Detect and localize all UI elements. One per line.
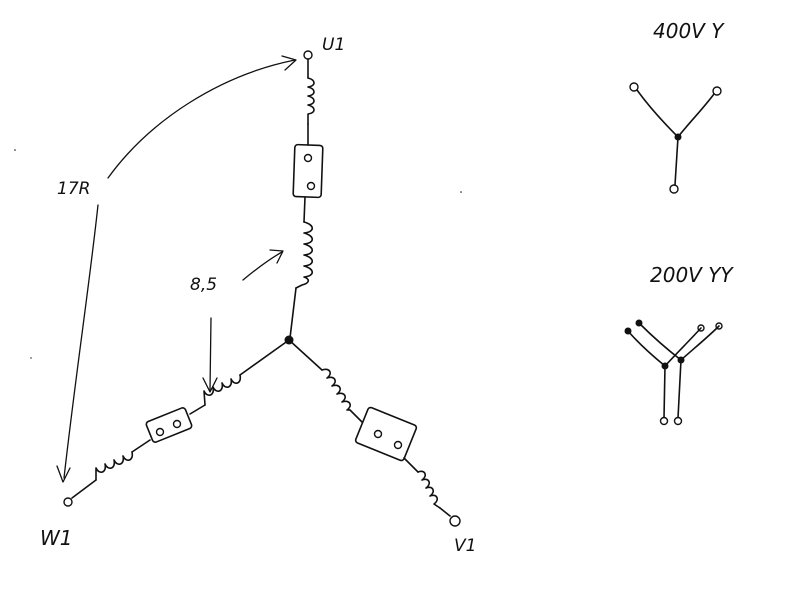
star-sym-terminal-left xyxy=(629,82,639,92)
yy-star1-center xyxy=(661,362,669,370)
arrow-17r-to-w1 xyxy=(63,204,99,479)
v-lead-end xyxy=(439,507,451,517)
w-block-screw-right xyxy=(172,419,182,429)
arrow-85-to-coil xyxy=(242,251,283,281)
v-lead-center xyxy=(288,339,323,371)
u-block-screw-bottom xyxy=(306,181,316,191)
yy-star2-arm-left xyxy=(638,322,682,361)
arrowhead-u1 xyxy=(281,55,297,71)
star-connection-symbol: 400V Y xyxy=(629,19,725,194)
u-block-screw-top xyxy=(303,153,313,163)
w-lead-lower xyxy=(131,439,151,453)
star-sym-arm-left xyxy=(636,89,679,138)
w-lead-end xyxy=(71,479,97,499)
v-block-screw-left xyxy=(373,429,383,439)
terminal-labels: U1 W1 V1 17R 8,5 xyxy=(40,35,476,556)
voltage-400v-label: 400V Y xyxy=(653,19,725,43)
resistance-85-label: 8,5 xyxy=(190,275,217,295)
u-terminal-block xyxy=(292,143,324,199)
paper-speck xyxy=(30,357,32,359)
w1-terminal xyxy=(63,497,73,507)
v-lead-block xyxy=(349,409,363,423)
star-sym-center xyxy=(674,133,682,141)
w-lower-coil xyxy=(95,451,134,481)
yy-star1-arm-right xyxy=(664,327,702,367)
yy-terminal-bottom-left xyxy=(659,416,669,426)
v-lead-lower xyxy=(403,457,419,473)
w1-label: W1 xyxy=(40,526,73,550)
star-sym-arm-right xyxy=(677,93,715,138)
resistance-17r-label: 17R xyxy=(57,179,90,199)
main-star-winding xyxy=(63,50,461,527)
u1-terminal xyxy=(303,50,313,60)
voltage-200v-label: 200V YY xyxy=(650,263,734,287)
v-block-screw-right xyxy=(393,440,403,450)
v-upper-coil xyxy=(321,368,351,411)
arrowhead-w-coil xyxy=(202,377,218,393)
u-upper-coil xyxy=(307,77,315,125)
u-main-coil xyxy=(295,221,314,289)
double-star-connection-symbol: 200V YY xyxy=(624,263,734,426)
arrowhead-coil xyxy=(269,249,284,264)
yy-star1-arm-left xyxy=(627,330,666,367)
v1-label: V1 xyxy=(454,536,476,556)
yy-terminal-bottom-right xyxy=(673,416,683,426)
v-lower-coil xyxy=(417,470,441,509)
yy-star2-arm-bottom xyxy=(677,359,682,419)
w-terminal-block xyxy=(145,407,193,443)
paper-speck xyxy=(14,149,16,151)
yy-star2-center xyxy=(677,356,685,364)
v-terminal-block xyxy=(354,406,418,462)
star-sym-terminal-right xyxy=(712,86,722,96)
yy-star1-arm-bottom xyxy=(663,365,666,419)
u-lead-center xyxy=(289,287,297,339)
w-block-screw-left xyxy=(155,427,165,437)
yy-star2-arm-right xyxy=(680,325,720,361)
u-lead-lower xyxy=(303,196,306,223)
star-sym-arm-bottom xyxy=(674,136,679,186)
annotation-arrows xyxy=(56,55,297,483)
w-lead-block xyxy=(189,404,206,415)
arrow-down-to-w-coil xyxy=(209,317,212,391)
star-sym-terminal-bottom xyxy=(669,184,679,194)
arrow-17r-to-u1 xyxy=(107,59,296,179)
paper-speck xyxy=(460,191,462,193)
arrowhead-w1 xyxy=(56,465,71,483)
u1-label: U1 xyxy=(322,35,345,55)
w-lead-center xyxy=(239,339,290,376)
w-upper-coil xyxy=(203,374,242,406)
v1-terminal xyxy=(449,515,461,527)
